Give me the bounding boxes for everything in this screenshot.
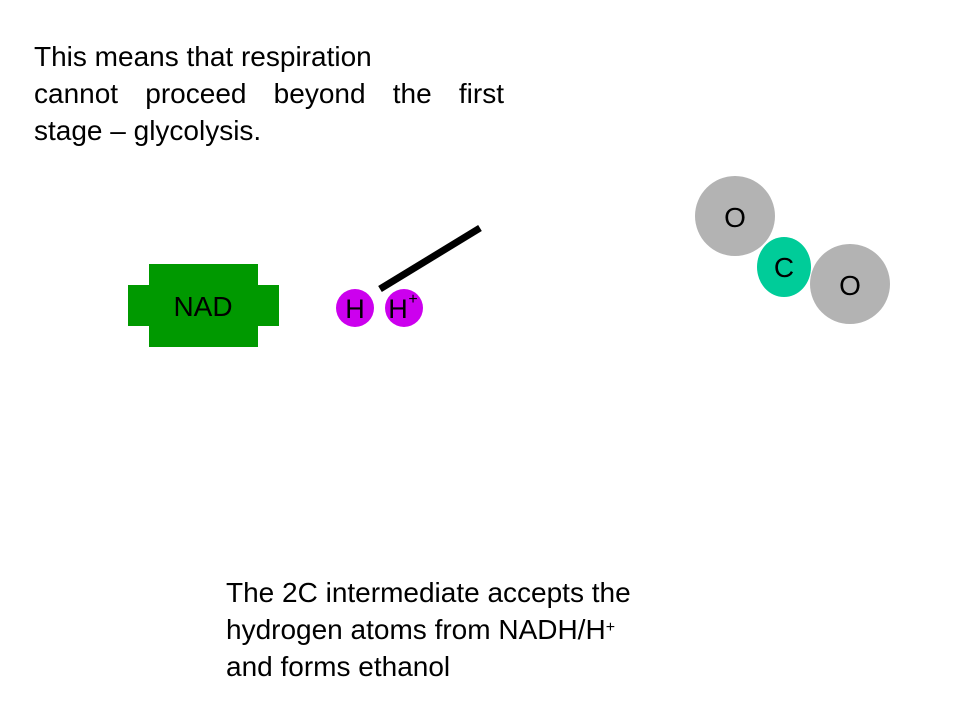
carbon-dioxide-molecule: O O C xyxy=(695,176,890,324)
explanation-text: The 2C intermediate accepts the hydrogen… xyxy=(226,574,706,685)
carbon-atom xyxy=(757,237,811,297)
h-atom-label: H xyxy=(345,294,365,324)
oxygen-atom-top xyxy=(695,176,775,256)
nad-shape xyxy=(128,264,279,347)
carbon-atom-label: C xyxy=(774,252,794,283)
h-plus-ion xyxy=(385,289,423,327)
statement-text: This means that respiration cannot proce… xyxy=(34,38,504,149)
statement-line-1: This means that respiration xyxy=(34,41,372,72)
statement-line-3: stage – glycolysis. xyxy=(34,115,262,146)
oxygen-atom-top-label: O xyxy=(724,202,746,233)
explanation-line-2-main: hydrogen atoms from NADH/H xyxy=(226,614,606,645)
nad-label: NAD xyxy=(173,291,232,322)
explanation-line-1: The 2C intermediate accepts the xyxy=(226,577,631,608)
oxygen-atom-bottom-label: O xyxy=(839,270,861,301)
h-atom xyxy=(336,289,374,327)
oxygen-atom-bottom xyxy=(810,244,890,324)
h-plus-ion-label: H xyxy=(388,294,408,324)
nad-molecule: NAD xyxy=(128,264,279,347)
statement-line-2: cannot proceed beyond the first xyxy=(34,78,504,109)
explanation-line-2-superscript: + xyxy=(605,619,616,636)
explanation-line-2: hydrogen atoms from NADH/H+ xyxy=(226,611,706,648)
h-plus-ion-letter: H xyxy=(388,294,408,324)
hydrogen-pair: H H + xyxy=(336,289,423,327)
explanation-line-3: and forms ethanol xyxy=(226,651,451,682)
h-plus-ion-charge: + xyxy=(408,291,417,308)
bond-line xyxy=(378,225,482,292)
